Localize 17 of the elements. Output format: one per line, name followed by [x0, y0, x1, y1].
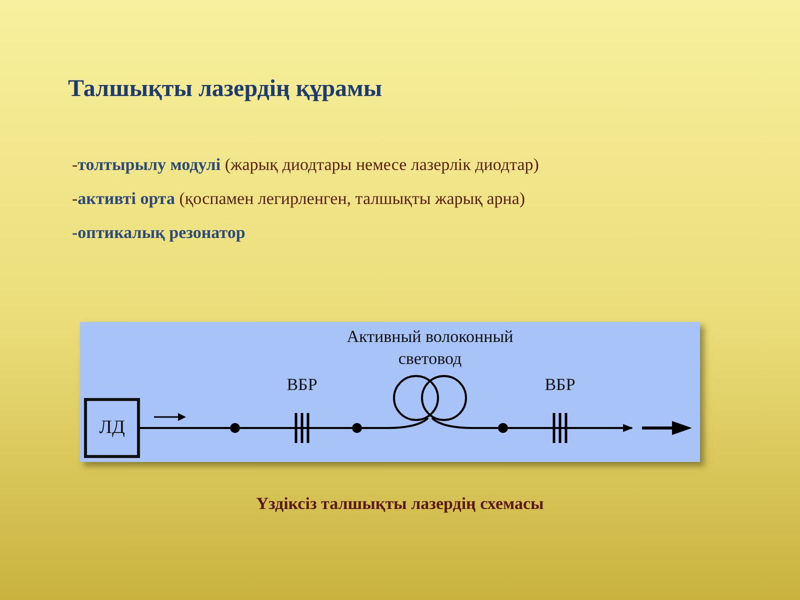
- slide-title: Талшықты лазердің құрамы: [68, 76, 382, 103]
- fiber-coil: [388, 374, 472, 430]
- bullet-text: -толтырылу модулі (жарық диодтары немесе лазерлік диодтар): [72, 155, 539, 175]
- fiber-line: [472, 427, 498, 429]
- fiber-line: [322, 427, 352, 429]
- coil-caption: Активный волоконный световод: [346, 326, 514, 370]
- fiber-line: [240, 427, 282, 429]
- output-arrow: [580, 424, 633, 432]
- bragg-grating: ВБР: [540, 374, 580, 446]
- fiber-line: [140, 427, 230, 429]
- fiber-line: [508, 427, 540, 429]
- bullet-text: -оптикалық резонатор: [72, 223, 246, 243]
- fiber-line: [362, 427, 388, 429]
- bragg-grating: ВБР: [282, 374, 322, 446]
- laser-diode-box: ЛД: [84, 398, 140, 458]
- bullet-text: -активті орта (қоспамен легирленген, талшықты жарық арна): [72, 189, 526, 209]
- diagram-caption: Үздіксіз талшықты лазердің схемасы: [255, 494, 545, 514]
